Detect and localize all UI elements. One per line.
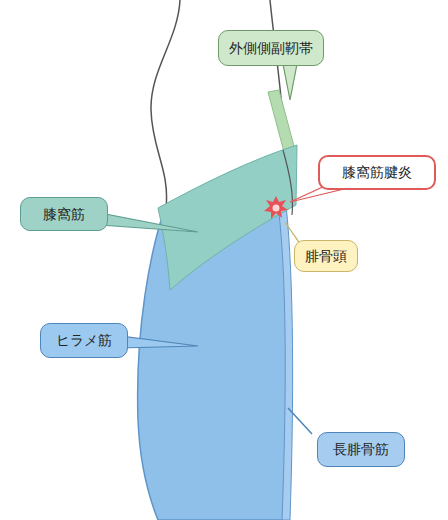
callout-label: 腓骨頭 bbox=[294, 240, 358, 272]
callout-tail bbox=[100, 213, 198, 232]
callout-label: 膝窩筋 bbox=[20, 197, 108, 231]
callout-label: 外側側副靭帯 bbox=[218, 30, 324, 66]
callout-tail bbox=[283, 64, 297, 100]
callout-tail bbox=[120, 336, 198, 348]
popliteus-muscle bbox=[158, 145, 297, 290]
fibula-outline bbox=[283, 150, 293, 215]
label-text: 外側側副靭帯 bbox=[229, 40, 313, 57]
label-text: 膝窩筋 bbox=[43, 206, 85, 223]
label-text: 腓骨頭 bbox=[305, 248, 347, 265]
inflammation-mark bbox=[264, 196, 288, 219]
callout-label: 長腓骨筋 bbox=[317, 432, 405, 467]
peroneus-muscle bbox=[278, 205, 293, 520]
label-text: 長腓骨筋 bbox=[333, 441, 389, 458]
ligament bbox=[268, 90, 295, 152]
thigh-outline bbox=[151, 0, 180, 208]
label-text: ヒラメ筋 bbox=[56, 332, 112, 349]
diagnosis-callout: 膝窩筋腱炎 bbox=[318, 155, 436, 190]
callout-label: ヒラメ筋 bbox=[40, 323, 128, 358]
label-text: 膝窩筋腱炎 bbox=[342, 164, 412, 181]
leader-line bbox=[288, 408, 312, 434]
inflammation-mark bbox=[273, 205, 280, 212]
